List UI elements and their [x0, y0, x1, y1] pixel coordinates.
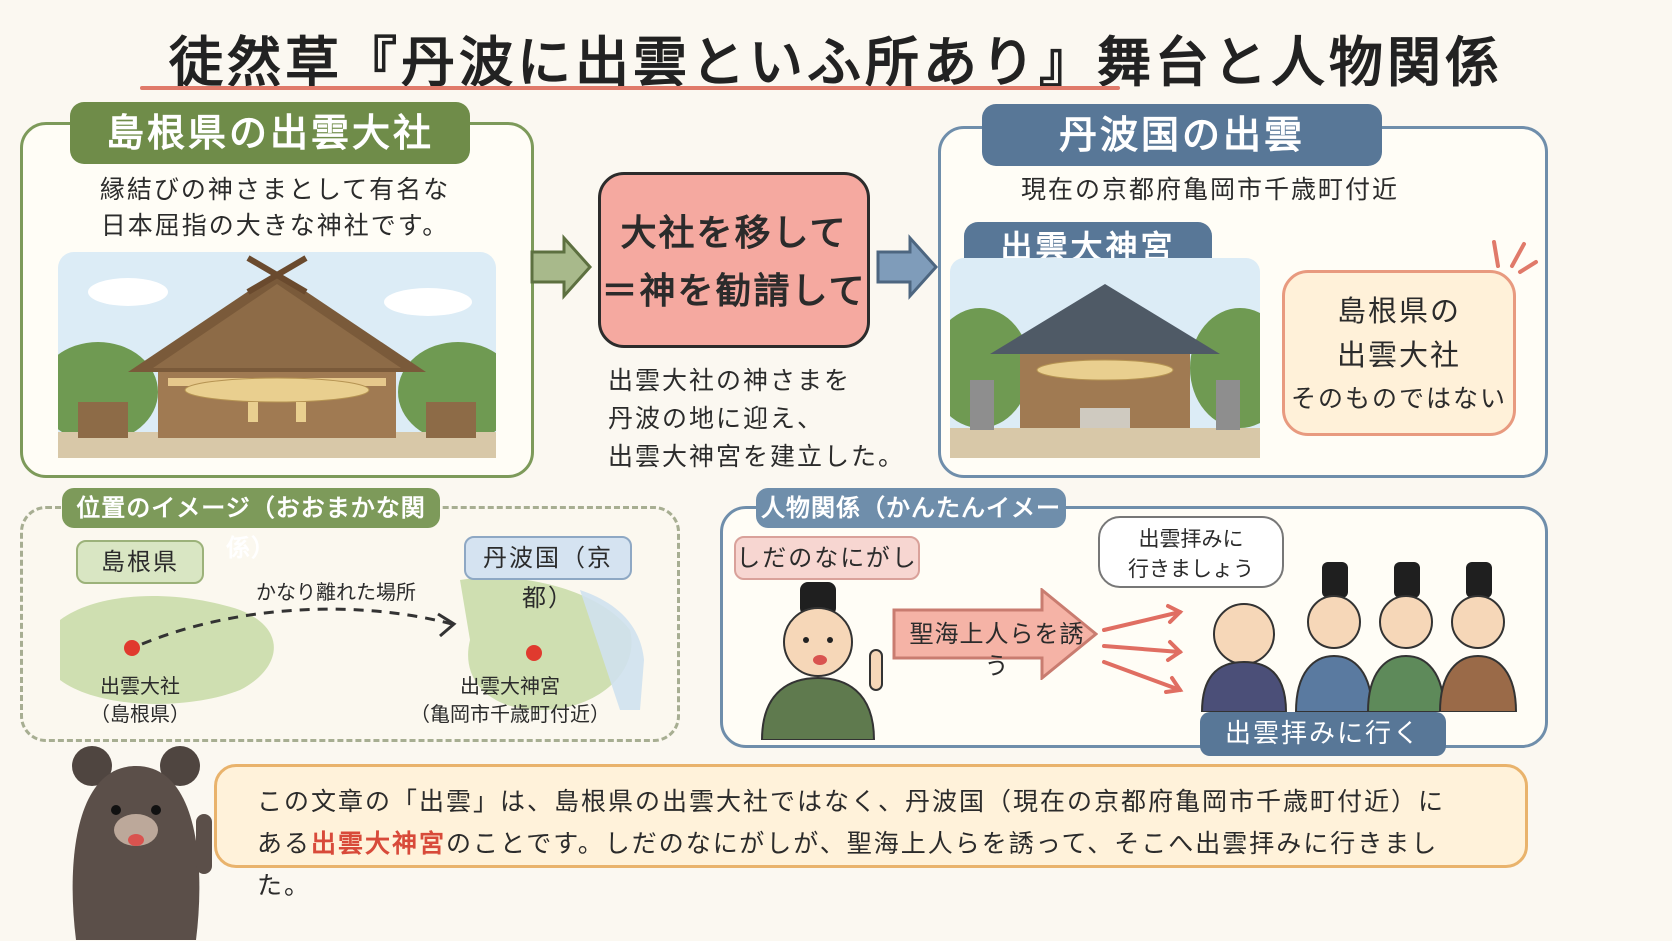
kanjo-box: 大社を移して ＝神を勧請して — [598, 172, 870, 348]
kanjo-caption-1: 出雲大社の神さまを — [608, 366, 852, 395]
kanjo-caption-2: 丹波の地に迎え、 — [608, 404, 825, 433]
izumo-taisha-desc-1: 縁結びの神さまとして有名な — [99, 175, 451, 204]
note-line-1: 島根県の — [1336, 294, 1461, 328]
page-title: 徒然草『丹波に出雲といふ所あり』舞台と人物関係 — [169, 31, 1503, 94]
note-line-3: そのものではない — [1290, 384, 1507, 413]
map-point-izumo-daijingu-place: （亀岡市千歳町付近） — [410, 702, 610, 726]
tamba-location: 現在の京都府亀岡市千歳町付近 — [1020, 175, 1399, 204]
map-point-izumo-taisha-pref: （島根県） — [90, 702, 190, 726]
shimane-chip: 島根県 — [76, 540, 204, 584]
summary-line-2-post: のことです。しだのなにがしが、聖海上人らを誘って、そこへ出雲拝みに行きました。 — [257, 829, 1439, 900]
speech-line-1: 出雲拝みに — [1138, 527, 1244, 551]
summary-line-2: ある出雲大神宮のことです。しだのなにがしが、聖海上人らを誘って、そこへ出雲拝みに… — [257, 823, 1485, 907]
shida-figure — [760, 582, 883, 740]
invite-speech-bubble: 出雲拝みに 行きましょう — [1098, 516, 1284, 588]
summary-box: この文章の「出雲」は、島根県の出雲大社ではなく、丹波国（現在の京都府亀岡市千歳町… — [214, 764, 1528, 900]
izumo-taisha-heading: 島根県の出雲大社 — [70, 102, 470, 164]
invite-label: 聖海上人らを誘う — [909, 620, 1085, 680]
kanjo-caption-3: 出雲大神宮を建立した。 — [608, 442, 906, 471]
bear-mascot-icon — [72, 746, 212, 940]
tamba-chip: 丹波国（京都） — [464, 536, 632, 612]
speech-line-2: 行きましょう — [1128, 557, 1254, 581]
go-pilgrimage-tag: 出雲拝みに行く — [1200, 712, 1446, 756]
map-illustration — [60, 577, 644, 710]
izumo-taisha-illustration — [58, 252, 496, 458]
summary-line-2-pre: ある — [257, 829, 312, 858]
pilgrim-group-figures — [1200, 562, 1518, 712]
note-line-2: 出雲大社 — [1336, 338, 1461, 372]
tamba-izumo-heading: 丹波国の出雲 — [982, 104, 1382, 166]
kanjo-line-1: 大社を移して — [620, 213, 848, 254]
position-map-heading: 位置のイメージ（おおまかな関係） — [62, 488, 440, 562]
kanjo-caption: 出雲大社の神さまを 丹波の地に迎え、 出雲大神宮を建立した。 — [608, 362, 918, 476]
izumo-daijingu-illustration — [950, 258, 1260, 458]
not-taisha-note: 島根県の 出雲大社 そのものではない — [1282, 270, 1516, 436]
summary-line-1: この文章の「出雲」は、島根県の出雲大社ではなく、丹波国（現在の京都府亀岡市千歳町… — [257, 787, 1446, 816]
map-point-izumo-taisha-name: 出雲大社 — [100, 674, 180, 698]
shida-chip: しだのなにがし — [734, 536, 920, 580]
invite-arrow — [892, 588, 1098, 680]
summary-highlight: 出雲大神宮 — [311, 829, 447, 858]
map-point-izumo-taisha: 出雲大社 （島根県） — [70, 672, 210, 728]
people-relation-heading: 人物関係（かんたんイメージ） — [756, 488, 1066, 562]
arrow-left-to-middle — [530, 234, 593, 300]
izumo-taisha-desc-2: 日本屈指の大きな神社です。 — [100, 211, 450, 240]
map-point-izumo-daijingu: 出雲大神宮 （亀岡市千歳町付近） — [400, 672, 620, 728]
arrow-middle-to-right — [876, 234, 939, 300]
map-point-izumo-daijingu-name: 出雲大神宮 — [460, 674, 560, 698]
kanjo-line-2: ＝神を勧請して — [601, 271, 867, 312]
exclaim-marks-icon — [1492, 240, 1538, 274]
distance-label: かなり離れた場所 — [256, 580, 416, 604]
title-underline — [140, 86, 1120, 90]
follow-arrows — [1102, 604, 1184, 694]
